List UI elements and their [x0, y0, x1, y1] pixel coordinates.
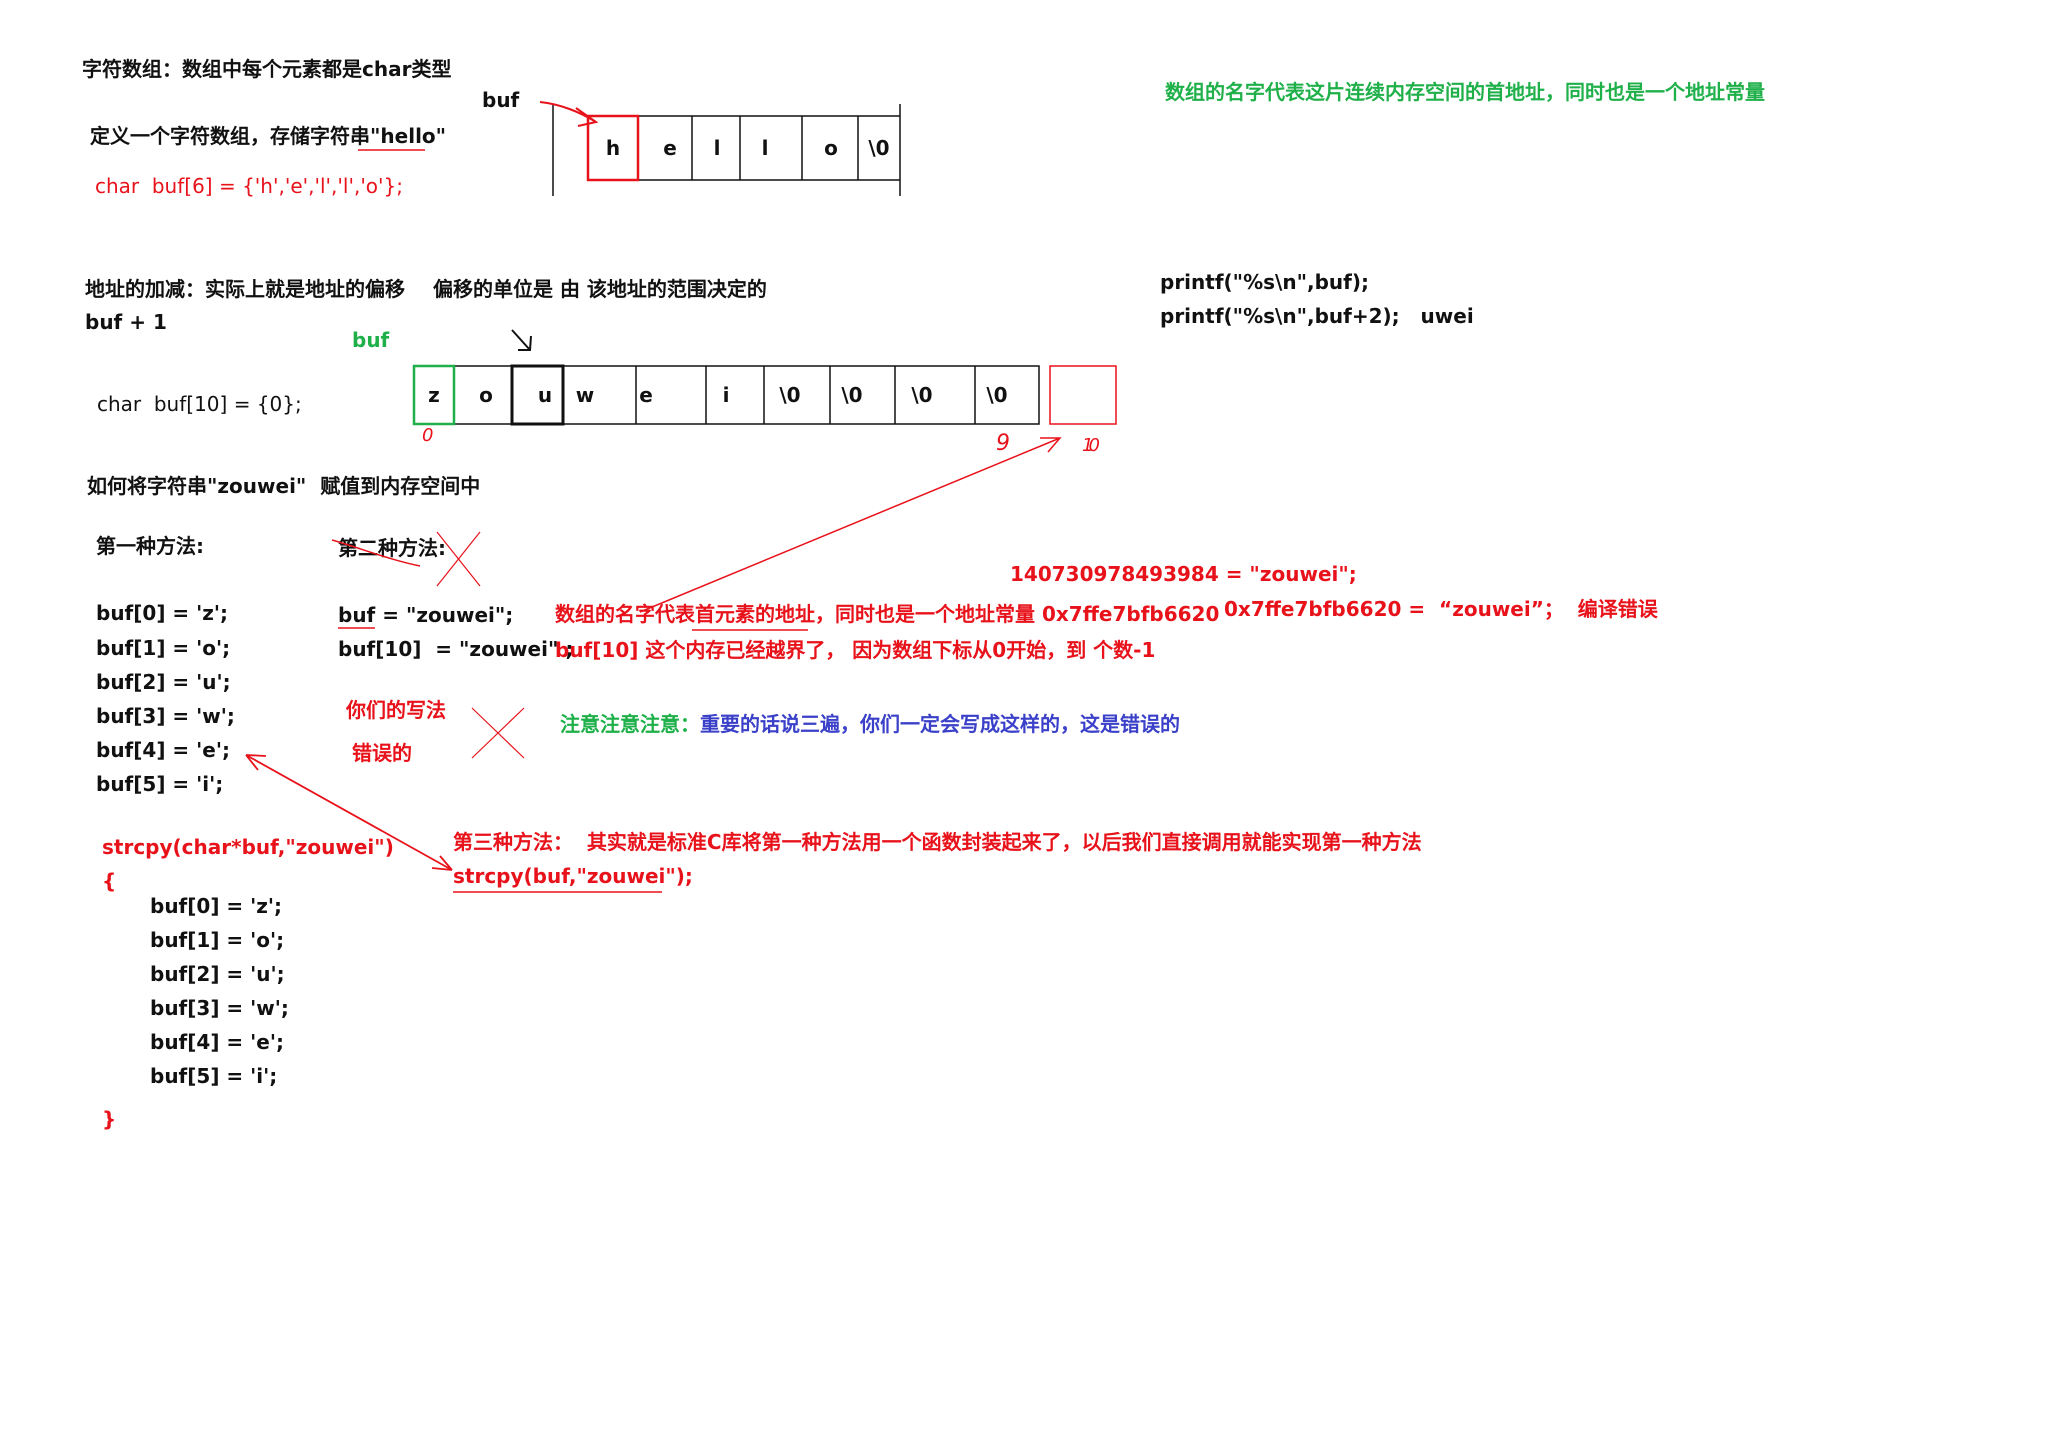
hello-cell-5: \0 [868, 136, 890, 160]
attention-note: 注意注意注意：重要的话说三遍，你们一定会写成这样的，这是错误的 [560, 712, 1180, 736]
zouwei-cell-0: z [428, 383, 440, 407]
section2-title: 地址的加减：实际上就是地址的偏移 [85, 277, 405, 301]
zouwei-cell-7: \0 [841, 383, 863, 407]
m1-line-2: buf[2] = 'u'; [96, 670, 231, 694]
hello-cell-3: l [761, 136, 769, 160]
wrong-label: 错误的 [352, 741, 412, 765]
strcpy-body-1: buf[1] = 'o'; [150, 928, 285, 952]
define-text: 定义一个字符数组，存储字符串"hello" [90, 124, 447, 148]
buf-label-zouwei: buf [352, 328, 390, 352]
strcpy-body-0: buf[0] = 'z'; [150, 894, 283, 918]
m1-line-5: buf[5] = 'i'; [96, 772, 224, 796]
attention-green-text: 注意注意注意： [560, 712, 700, 736]
m1-line-3: buf[3] = 'w'; [96, 704, 235, 728]
index-label-over: 10 [1082, 435, 1100, 456]
index-label-end: 9 [996, 431, 1010, 456]
zouwei-cell-8: \0 [911, 383, 933, 407]
m2-line-2: buf[10] = "zouwei" ; [338, 637, 574, 661]
hello-cell-2: l [713, 136, 721, 160]
address-decimal: 140730978493984 = "zouwei"; [1010, 562, 1357, 586]
offset-note: 偏移的单位是 由 该地址的范围决定的 [433, 277, 767, 301]
section3-title: 如何将字符串"zouwei" 赋值到内存空间中 [87, 474, 481, 498]
buf-plus-one: buf + 1 [85, 310, 167, 334]
strcpy-body-3: buf[3] = 'w'; [150, 996, 289, 1020]
m2-line-1: buf = "zouwei"; [338, 603, 514, 627]
zouwei-cell-3: w [575, 383, 595, 407]
brace-open: { [102, 869, 117, 893]
hello-cell-0: h [605, 136, 621, 160]
printf-line-1: printf("%s\n",buf); [1160, 270, 1369, 294]
buf10-code: char buf[10] = {0}; [97, 392, 302, 416]
hello-cell-4: o [824, 136, 838, 160]
method2-label: 第二种方法: [338, 536, 446, 560]
printf-line-2: printf("%s\n",buf+2); uwei [1160, 304, 1474, 328]
attention-blue-text: 重要的话说三遍，你们一定会写成这样的，这是错误的 [700, 712, 1180, 736]
strcpy-body-4: buf[4] = 'e'; [150, 1030, 284, 1054]
m1-line-4: buf[4] = 'e'; [96, 738, 230, 762]
strcpy-body-2: buf[2] = 'u'; [150, 962, 285, 986]
array-name-note: 数组的名字代表这片连续内存空间的首地址，同时也是一个地址常量 [1165, 80, 1765, 104]
zouwei-cell-6: \0 [779, 383, 801, 407]
zouwei-cell-9: \0 [986, 383, 1008, 407]
address-hex-error: 0x7ffe7bfb6620 = “zouwei”； 编译错误 [1224, 597, 1658, 621]
your-way-label: 你们的写法 [346, 698, 446, 722]
zouwei-cell-4: e [639, 383, 653, 407]
bounds-arrow-icon [639, 437, 1062, 613]
m1-line-1: buf[1] = 'o'; [96, 636, 231, 660]
out-of-bounds-cell [1049, 365, 1117, 425]
strcpy-body-5: buf[5] = 'i'; [150, 1064, 278, 1088]
offset-arrow-icon [511, 329, 532, 351]
zouwei-cell-5: i [722, 383, 730, 407]
m2-note-1: 数组的名字代表首元素的地址，同时也是一个地址常量 0x7ffe7bfb6620 [555, 602, 1220, 626]
strcpy-signature: strcpy(char*buf,"zouwei") [102, 835, 394, 859]
m1-line-0: buf[0] = 'z'; [96, 601, 229, 625]
method3-text: 第三种方法： 其实就是标准C库将第一种方法用一个函数封装起来了，以后我们直接调用… [453, 830, 1422, 854]
section1-title: 字符数组：数组中每个元素都是char类型 [82, 57, 452, 81]
zouwei-cell-2: u [537, 383, 553, 407]
wrong-cross-icon [471, 707, 525, 759]
buf-label-hello: buf [482, 88, 520, 112]
method1-label: 第一种方法: [96, 534, 204, 558]
strcpy-call: strcpy(buf,"zouwei"); [453, 864, 693, 888]
index-label-start: 0 [422, 425, 434, 446]
zouwei-cell-1: o [479, 383, 493, 407]
m2-note-2: buf[10] 这个内存已经越界了， 因为数组下标从0开始，到 个数-1 [555, 638, 1156, 662]
brace-close: } [102, 1107, 117, 1131]
hello-cell-1: e [663, 136, 677, 160]
hello-array-code: char buf[6] = {'h','e','l','l','o'}; [95, 174, 404, 198]
